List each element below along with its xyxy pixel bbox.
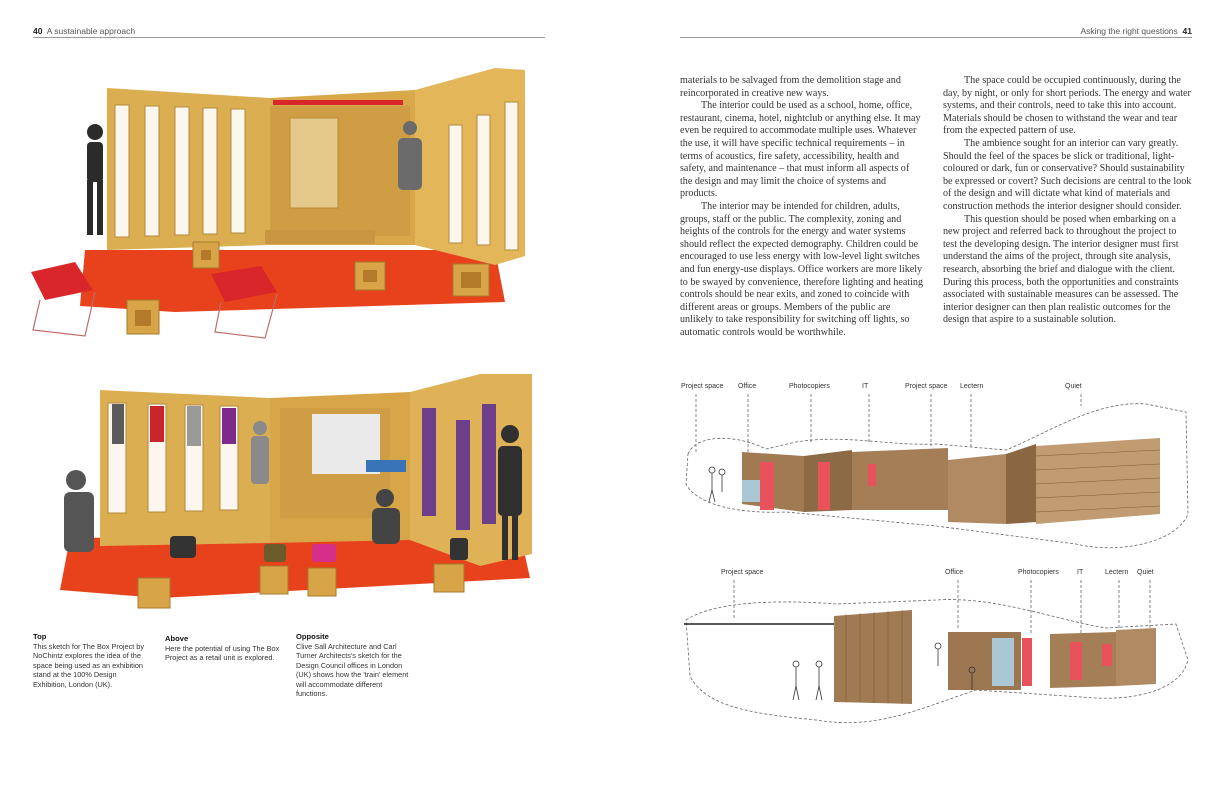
diagram-top-label: Photocopiers [789,383,830,390]
right-page-number: 41 [1182,26,1192,36]
diagram-top-label: Lectern [960,383,984,390]
body-paragraph: The space could be occupied continuously… [943,75,1191,137]
body-column-2: The space could be occupied continuously… [943,75,1192,327]
diagram-bottom-label: Photocopiers [1018,569,1059,576]
caption-opposite: Opposite Clive Sall Architecture and Car… [296,632,414,699]
caption-top-text: This sketch for The Box Project by NoChi… [33,641,144,689]
retail-unit-illustration [60,374,532,609]
body-paragraph: The ambience sought for an interior can … [943,137,1192,212]
diagram-bottom-label: IT [1077,569,1084,576]
caption-top: Top This sketch for The Box Project by N… [33,632,149,689]
train-element-sketch-bottom [684,580,1189,723]
right-running-title: Asking the right questions [1080,26,1178,36]
diagram-bottom-label: Project space [721,569,764,576]
exhibition-stand-illustration [31,68,525,339]
diagram-top-label: IT [862,383,869,390]
left-running-header: 40 A sustainable approach [33,26,135,36]
left-running-title: A sustainable approach [46,26,136,36]
body-paragraph: The interior may be intended for childre… [680,200,924,338]
right-header-rule [680,37,1192,38]
diagram-bottom-label: Office [945,569,964,576]
diagram-bottom-label: Quiet [1137,569,1154,576]
diagram-top-label: Quiet [1065,383,1082,390]
left-page-number: 40 [33,26,43,36]
caption-above-text: Here the potential of using The Box Proj… [165,643,280,663]
body-paragraph: This question should be posed when embar… [943,213,1179,326]
body-paragraph: materials to be salvaged from the demoli… [680,75,901,99]
diagram-top-label: Office [738,383,757,390]
caption-above: Above Here the potential of using The Bo… [165,634,283,663]
caption-opposite-text: Clive Sall Architecture and Carl Turner … [296,641,409,699]
diagram-bottom-label: Lectern [1105,569,1129,576]
caption-top-heading: Top [33,632,47,641]
diagram-top-label: Project space [681,383,724,390]
body-paragraph: The interior could be used as a school, … [680,100,921,200]
caption-above-heading: Above [165,634,189,643]
right-running-header: Asking the right questions 41 [1080,26,1192,36]
caption-opposite-heading: Opposite [296,632,329,641]
body-column-1: materials to be salvaged from the demoli… [680,75,923,339]
diagram-top-label: Project space [905,383,948,390]
left-header-rule [33,37,545,38]
train-element-sketch-top [685,394,1189,549]
